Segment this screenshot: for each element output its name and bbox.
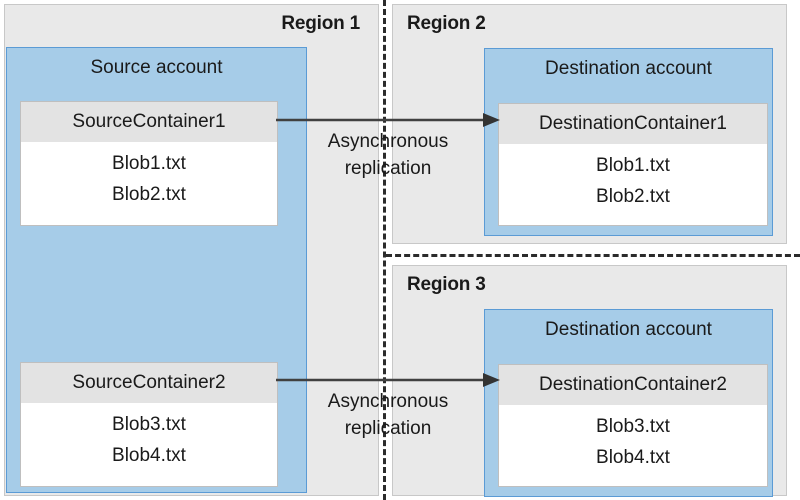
- arrow-1-label-line-1: Asynchronous: [327, 131, 449, 152]
- replication-arrow-2-label: Asynchronous replication: [288, 388, 488, 442]
- destination-container-2-header: DestinationContainer2: [499, 365, 767, 405]
- source-account-title: Source account: [90, 57, 223, 78]
- destination-container-2-blob-list: Blob3.txt Blob4.txt: [499, 405, 767, 486]
- destination-account-2-box: Destination account DestinationContainer…: [484, 309, 773, 497]
- source-container-2-box[interactable]: SourceContainer2 Blob3.txt Blob4.txt: [20, 362, 278, 487]
- region-2-title: Region 2: [407, 13, 486, 34]
- destination-container-1-blob-list: Blob1.txt Blob2.txt: [499, 144, 767, 225]
- arrow-2-label-line-1: Asynchronous: [327, 391, 449, 412]
- destination-account-1-title: Destination account: [545, 58, 712, 79]
- destination-container-2-box[interactable]: DestinationContainer2 Blob3.txt Blob4.tx…: [498, 364, 768, 487]
- blob-item: Blob4.txt: [596, 447, 670, 468]
- destination-container-1-box[interactable]: DestinationContainer1 Blob1.txt Blob2.tx…: [498, 103, 768, 226]
- arrow-2-label-line-2: replication: [344, 418, 432, 439]
- blob-item: Blob2.txt: [112, 184, 186, 205]
- blob-item: Blob1.txt: [112, 153, 186, 174]
- destination-account-2-title: Destination account: [545, 319, 712, 340]
- region-3-title: Region 3: [407, 274, 486, 295]
- arrow-1-label-line-2: replication: [344, 158, 432, 179]
- region-divider-horizontal: [386, 254, 800, 257]
- replication-arrow-1-label: Asynchronous replication: [288, 128, 488, 182]
- source-account-box: Source account SourceContainer1 Blob1.tx…: [6, 47, 307, 493]
- source-container-2-blob-list: Blob3.txt Blob4.txt: [21, 403, 277, 486]
- destination-container-1-header: DestinationContainer1: [499, 104, 767, 144]
- source-container-1-header: SourceContainer1: [21, 102, 277, 142]
- blob-item: Blob3.txt: [596, 416, 670, 437]
- source-container-1-blob-list: Blob1.txt Blob2.txt: [21, 142, 277, 225]
- blob-item: Blob3.txt: [112, 414, 186, 435]
- blob-item: Blob4.txt: [112, 445, 186, 466]
- region-divider-vertical: [383, 0, 386, 500]
- source-container-1-box[interactable]: SourceContainer1 Blob1.txt Blob2.txt: [20, 101, 278, 226]
- region-1-title: Region 1: [281, 13, 360, 34]
- blob-item: Blob2.txt: [596, 186, 670, 207]
- destination-account-1-box: Destination account DestinationContainer…: [484, 48, 773, 236]
- blob-item: Blob1.txt: [596, 155, 670, 176]
- source-container-2-header: SourceContainer2: [21, 363, 277, 403]
